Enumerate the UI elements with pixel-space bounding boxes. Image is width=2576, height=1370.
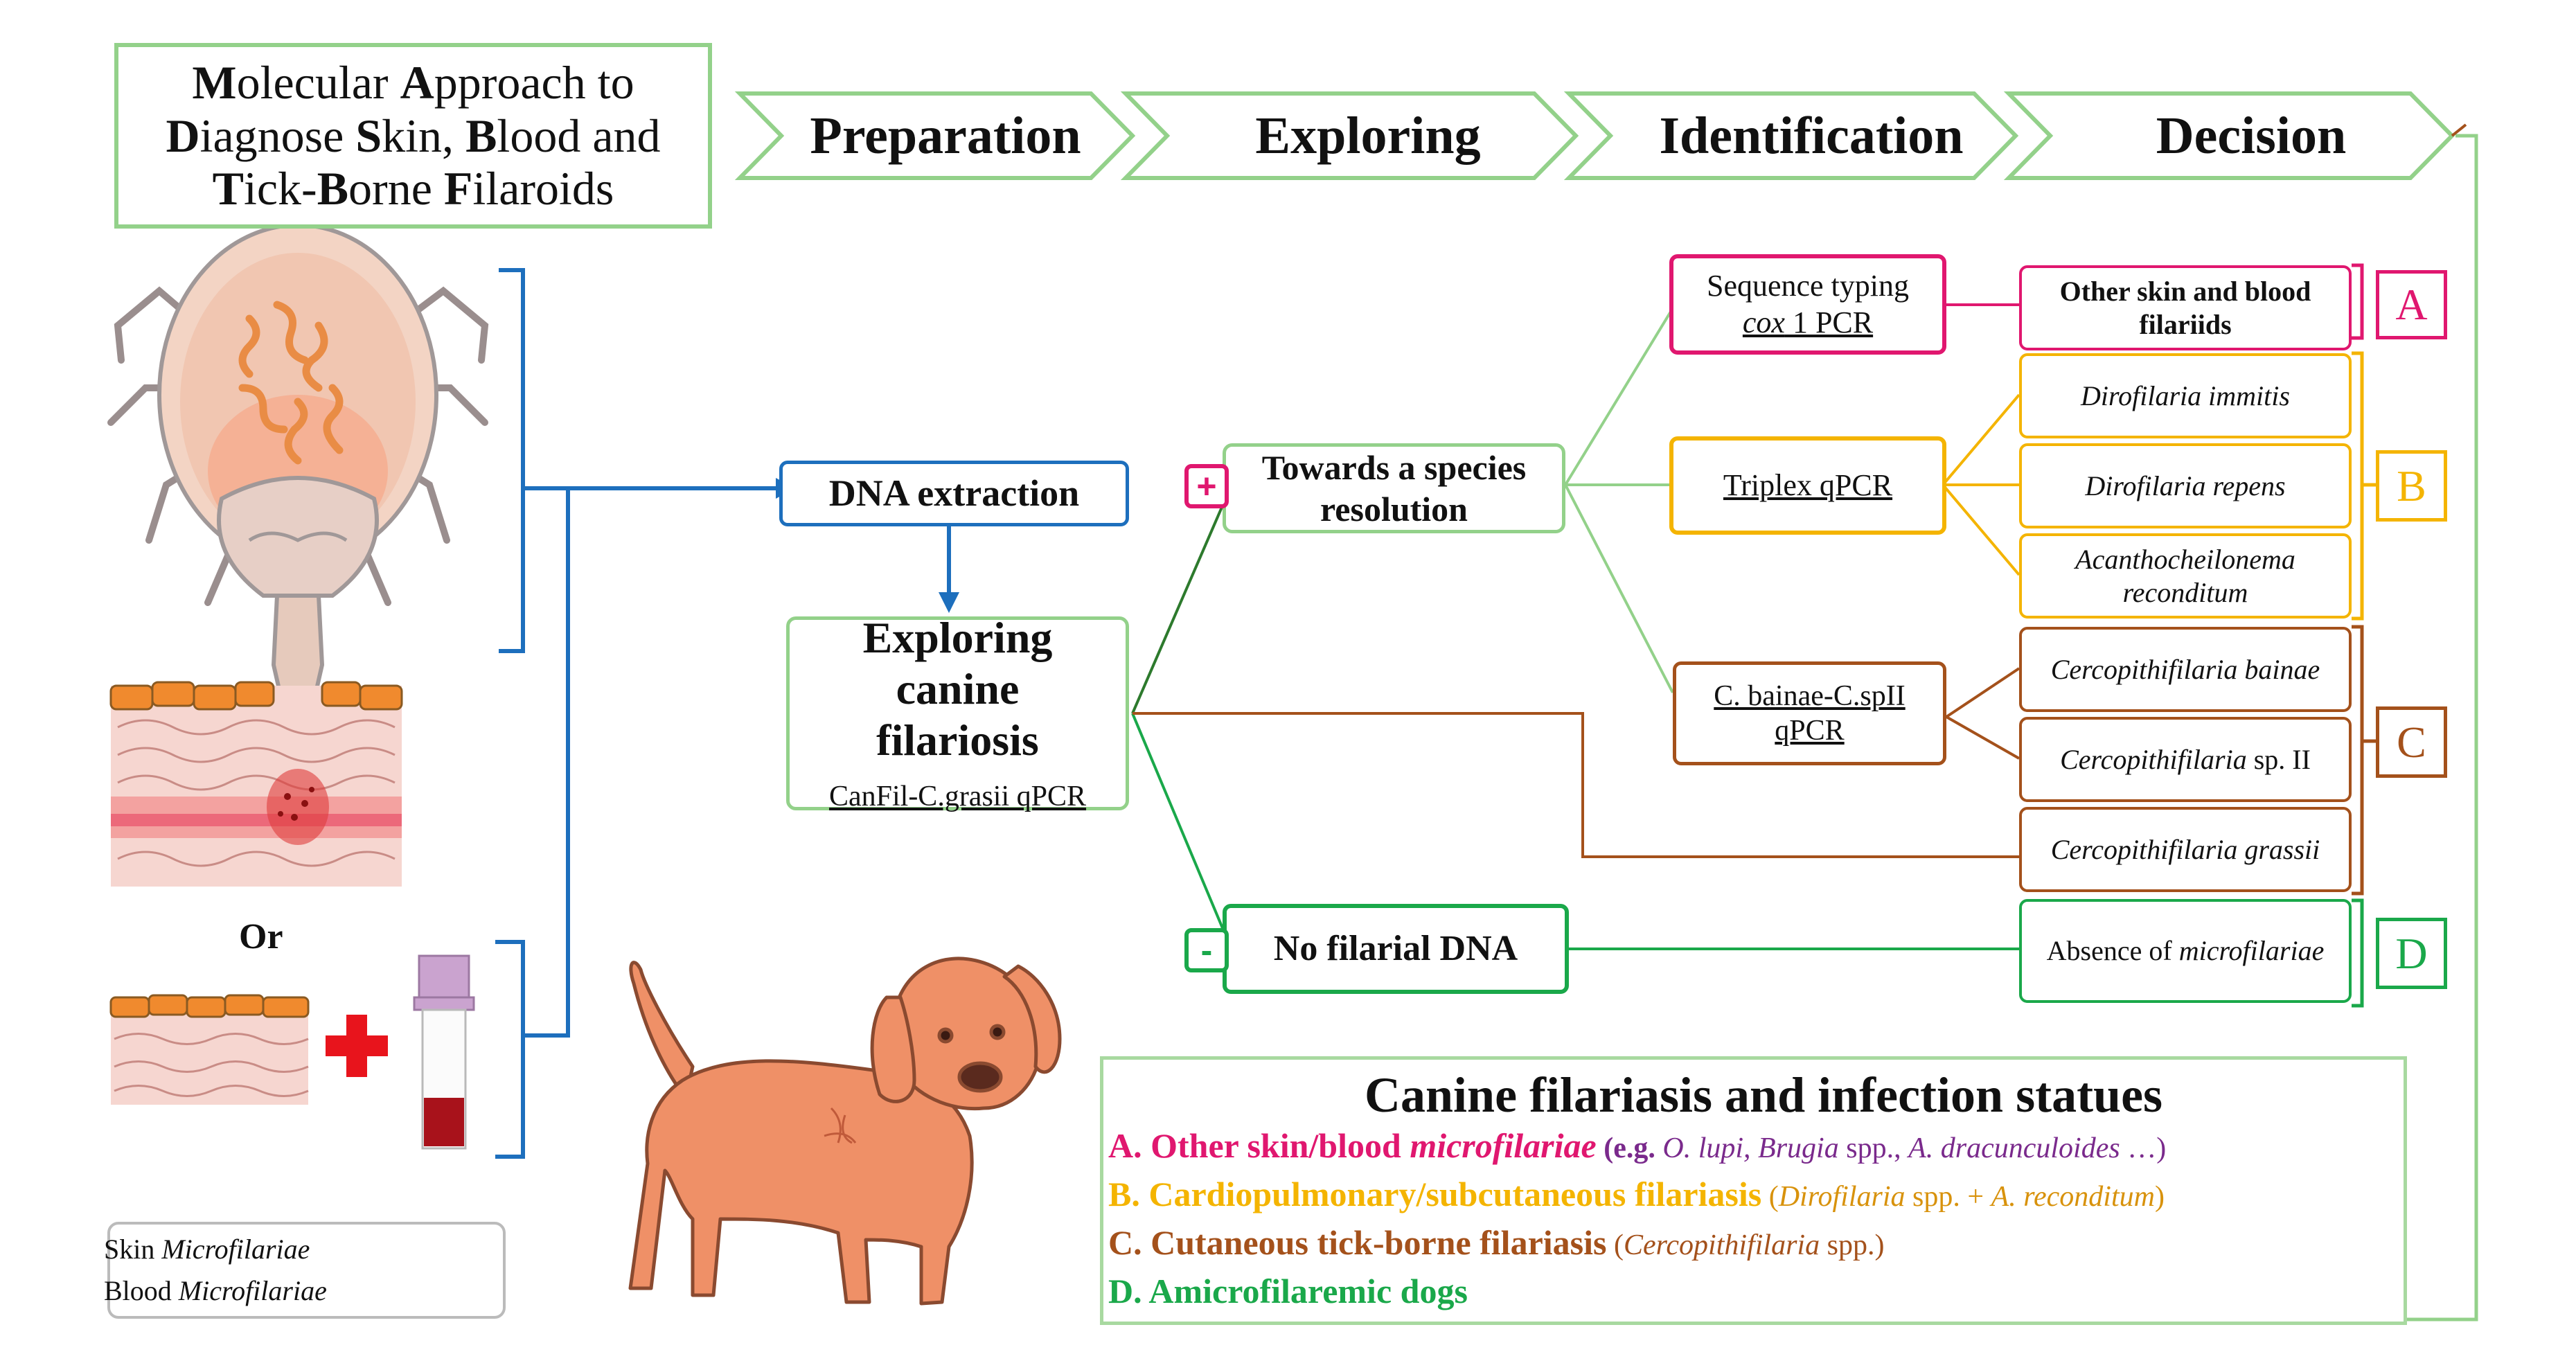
c-sp2-rest: sp. II [2246,743,2311,775]
species-resolution-node: Towards a species resolution [1223,443,1565,533]
absence-microfilariae: microfilariae [2178,935,2325,966]
c-bainae-label: Cercopithifilaria bainae [2050,653,2320,685]
result-absence: Absence of microfilariae [2019,899,2352,1003]
chevron-arrow [2003,91,2455,180]
red-cross-icon [326,1015,388,1077]
a-reconditum-line-2: reconditum [2122,576,2248,608]
positive-sign: + [1184,464,1229,508]
title-line-3: Tick-Borne Filaroids [212,162,614,215]
result-d-immitis: Dirofilaria immitis [2019,353,2352,438]
category-letter-c: C [2376,706,2447,778]
step-identification: Identification [1659,106,1964,165]
skin-sample-icon [109,994,310,1105]
title-line-1: Molecular Approach to [192,55,634,109]
other-filariids-label: Other skin and blood filariids [2059,275,2311,340]
chevron-arrow [1120,91,1579,180]
a-reconditum-line-1: Acanthocheilonema [2075,543,2295,575]
connector-lines [1131,303,2020,950]
no-filarial-dna-node: No filarial DNA [1223,904,1569,994]
c-sp2-italic: Cercopithifilaria [2060,743,2247,775]
blood-microfilariae-label: Blood Microfilariae [104,1275,327,1306]
skin-microfilariae-label: Skin Microfilariae [104,1234,310,1265]
result-c-bainae: Cercopithifilaria bainae [2019,627,2352,712]
tick-illustration [107,223,489,743]
d-immitis-label: Dirofilaria immitis [2081,380,2290,411]
step-decision: Decision [2156,106,2347,165]
step-chevrons [734,91,2455,180]
dog-illustration [628,957,1062,1306]
category-letter-d: D [2376,918,2447,989]
sequence-typing-node: Sequence typing cox 1 PCR [1669,254,1946,355]
triplex-qpcr-node: Triplex qPCR [1669,436,1946,535]
or-label: Or [239,917,283,957]
status-d: D. Amicrofilaremic dogs [1108,1272,1468,1310]
d-repens-label: Dirofilaria repens [2085,470,2286,501]
sample-brackets [495,268,951,1159]
diagram-title: Molecular Approach to Diagnose Skin, Blo… [114,43,712,229]
decision-link-line [2407,134,2478,1322]
result-d-repens: Dirofilaria repens [2019,443,2352,528]
cbainae-line-1: C. bainae-C.spII [1714,679,1906,712]
exploring-filariosis-node: Exploring canine filariosis CanFil-C.gra… [786,613,1129,813]
result-c-sp2: Cercopithifilaria sp. II [2019,717,2352,802]
exploring-method: CanFil-C.grasii qPCR [828,781,1087,813]
result-a-reconditum: Acanthocheilonema reconditum [2019,533,2352,619]
species-resolution-label: Towards a species resolution [1261,448,1527,528]
cbainae-line-2: qPCR [1775,715,1845,747]
dna-extraction-node: DNA extraction [779,461,1129,526]
cox1-label: cox [1742,305,1785,339]
title-line-2: Diagnose Skin, Blood and [166,109,661,162]
step-preparation: Preparation [810,106,1081,165]
triplex-label: Triplex qPCR [1723,468,1893,502]
category-letter-b: B [2376,450,2447,522]
cbainae-qpcr-node: C. bainae-C.spII qPCR [1673,661,1946,765]
status-b: B. Cardiopulmonary/subcutaneous filarias… [1108,1175,2165,1213]
step-exploring: Exploring [1255,106,1481,165]
exploring-title: Exploring canine filariosis [862,613,1053,765]
arrow-head [939,592,959,613]
c-grassii-label: Cercopithifilaria grassii [2050,833,2320,865]
result-other-filariids: Other skin and blood filariids [2019,265,2352,350]
result-brackets [2352,263,2376,1008]
chevron-arrow [1563,91,2019,180]
status-legend-panel [1100,1056,2407,1325]
skin-section-illustration [109,681,403,887]
result-c-grassii: Cercopithifilaria grassii [2019,807,2352,892]
chevron-arrow [734,91,1136,180]
sequence-typing-label: Sequence typing [1706,268,1910,303]
status-c: C. Cutaneous tick-borne filariasis (Cerc… [1108,1223,1885,1262]
blood-tube-icon [413,954,475,1150]
category-letter-a: A [2376,270,2447,339]
status-a: A. Other skin/blood microfilariae (e.g. … [1108,1126,2167,1165]
cox1-pcr-label: 1 PCR [1784,305,1874,339]
absence-label: Absence of [2046,935,2179,966]
status-legend-title: Canine filariasis and infection statues [1365,1067,2163,1123]
negative-sign: - [1184,928,1229,972]
microfilariae-legend [107,1222,506,1319]
